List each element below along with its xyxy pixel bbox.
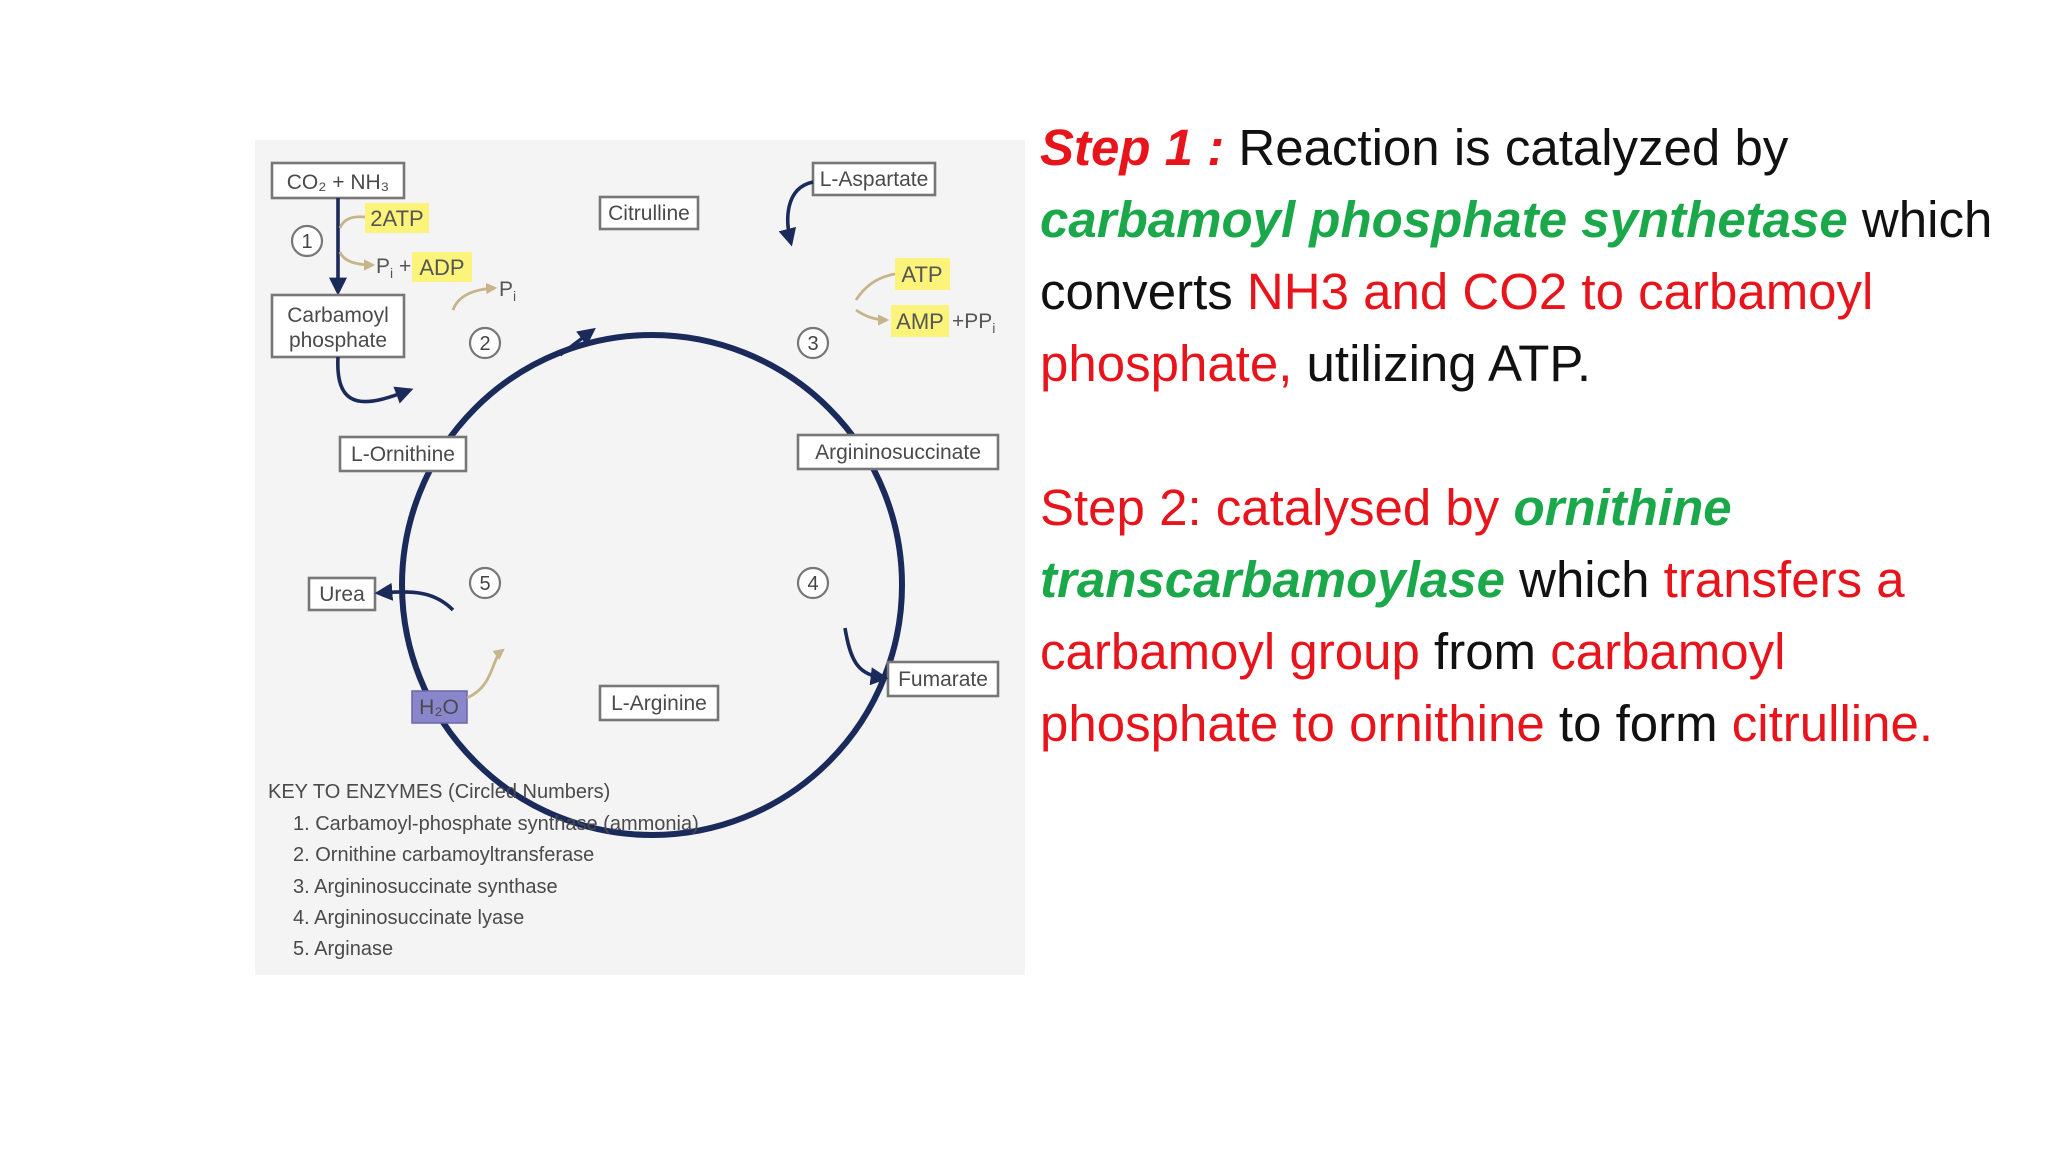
svg-text:1: 1	[301, 231, 312, 253]
adp-label: ADP	[419, 255, 464, 280]
pi-release-arrow	[451, 282, 498, 311]
svg-text:L-Arginine: L-Arginine	[611, 692, 707, 715]
pi-release-label: Pi	[499, 278, 516, 304]
water-box	[411, 690, 468, 724]
ppi-label: +PPi	[952, 310, 995, 336]
pi-adp-branch	[338, 251, 376, 271]
atp2-label: 2ATP	[370, 206, 423, 231]
atp-branch	[854, 272, 896, 301]
explanation-text: Step 1 : Reaction is catalyzed by carbam…	[1040, 112, 2030, 760]
step2-enzyme: ornithine transcarbamoylase	[1040, 479, 1732, 608]
step1-label: Step 1 :	[1040, 119, 1225, 176]
svg-text:Urea: Urea	[319, 583, 365, 606]
svg-text:Carbamoyl: Carbamoyl	[287, 304, 389, 327]
enzyme-key-item: 4. Argininosuccinate lyase	[293, 907, 524, 929]
amp-label: AMP	[896, 309, 944, 334]
step2-source: carbamoyl phosphate to ornithine	[1040, 623, 1786, 752]
step2-text-2: from	[1419, 623, 1551, 680]
enzyme-key-item: 1. Carbamoyl-phosphate synthase (ammonia…	[293, 813, 699, 835]
atp2-highlight	[365, 203, 429, 233]
svg-text:2: 2	[479, 333, 490, 355]
fumarate-box: Fumarate	[886, 660, 1000, 698]
svg-text:phosphate: phosphate	[289, 329, 387, 352]
enzyme-key-item: 2. Ornithine carbamoyltransferase	[293, 844, 594, 866]
svg-text:CO₂ + NH₃: CO₂ + NH₃	[287, 171, 389, 194]
water-input-arrow	[466, 648, 505, 700]
argininosuccinate-box: Argininosuccinate	[796, 433, 1000, 471]
aspartate-to-cycle-arrow	[778, 180, 814, 247]
step2-transfer: transfers a carbamoyl group	[1040, 551, 1905, 680]
step1-paragraph: Step 1 : Reaction is catalyzed by carbam…	[1040, 112, 2030, 400]
svg-text:L-Ornithine: L-Ornithine	[351, 443, 455, 466]
step2-text-1: which	[1504, 551, 1664, 608]
svg-text:Citrulline: Citrulline	[608, 202, 690, 225]
pi-adp-label: Pi +	[376, 255, 411, 281]
enzyme-number-2: 2	[468, 326, 502, 360]
adp-highlight	[412, 252, 472, 282]
svg-text:5: 5	[479, 573, 490, 595]
atp-label: ATP	[901, 262, 942, 287]
ornithine-box: L-Ornithine	[338, 435, 468, 473]
carbamoyl-to-cycle-arrow	[336, 356, 414, 404]
urea-box: Urea	[307, 576, 377, 612]
step2-text-3: to form	[1544, 695, 1732, 752]
step1-reaction: NH3 and CO2 to carbamoyl phosphate,	[1040, 263, 1874, 392]
svg-text:Argininosuccinate: Argininosuccinate	[815, 441, 981, 464]
water-label: H₂O	[419, 696, 459, 719]
urea-cycle-ring	[399, 332, 905, 838]
enzyme-key-item: 3. Argininosuccinate synthase	[293, 876, 558, 898]
enzyme-number-1: 1	[290, 224, 324, 258]
step2-product: citrulline.	[1731, 695, 1934, 752]
enzyme-number-5: 5	[468, 566, 502, 600]
atp2-branch	[338, 215, 366, 229]
step2-label: Step 2: catalysed by	[1040, 479, 1514, 536]
svg-text:Fumarate: Fumarate	[898, 668, 988, 691]
svg-text:4: 4	[807, 573, 818, 595]
step1-enzyme: carbamoyl phosphate synthetase	[1040, 191, 1848, 248]
fumarate-release-arrow	[843, 627, 889, 686]
svg-text:L-Aspartate: L-Aspartate	[820, 168, 929, 191]
urea-cycle-diagram: CO₂ + NH₃ 2ATP Pi + ADP 1 Carbamoyl phos…	[255, 140, 1025, 975]
step1-text-2: which converts	[1040, 191, 1993, 320]
svg-text:3: 3	[807, 333, 818, 355]
enzyme-key-title: KEY TO ENZYMES (Circled Numbers)	[268, 781, 610, 803]
amp-highlight	[891, 305, 949, 337]
enzyme-key-item: 5. Arginase	[293, 938, 393, 960]
enzyme-number-3: 3	[796, 326, 830, 360]
cycle-arrowhead-citrulline	[558, 327, 596, 357]
carbamoyl-phosphate-box: Carbamoyl phosphate	[270, 293, 406, 359]
amp-branch	[855, 308, 890, 326]
arginine-box: L-Arginine	[598, 684, 720, 722]
inputs-box: CO₂ + NH₃	[270, 161, 406, 200]
step1-text-3: utilizing ATP.	[1292, 335, 1591, 392]
step1-text-1: Reaction is catalyzed by	[1224, 119, 1789, 176]
enzyme-number-4: 4	[796, 566, 830, 600]
atp-highlight	[895, 258, 950, 290]
urea-release-arrow	[374, 582, 455, 612]
aspartate-box: L-Aspartate	[811, 161, 937, 197]
step2-paragraph: Step 2: catalysed by ornithine transcarb…	[1040, 472, 2030, 760]
citrulline-box: Citrulline	[598, 195, 700, 231]
